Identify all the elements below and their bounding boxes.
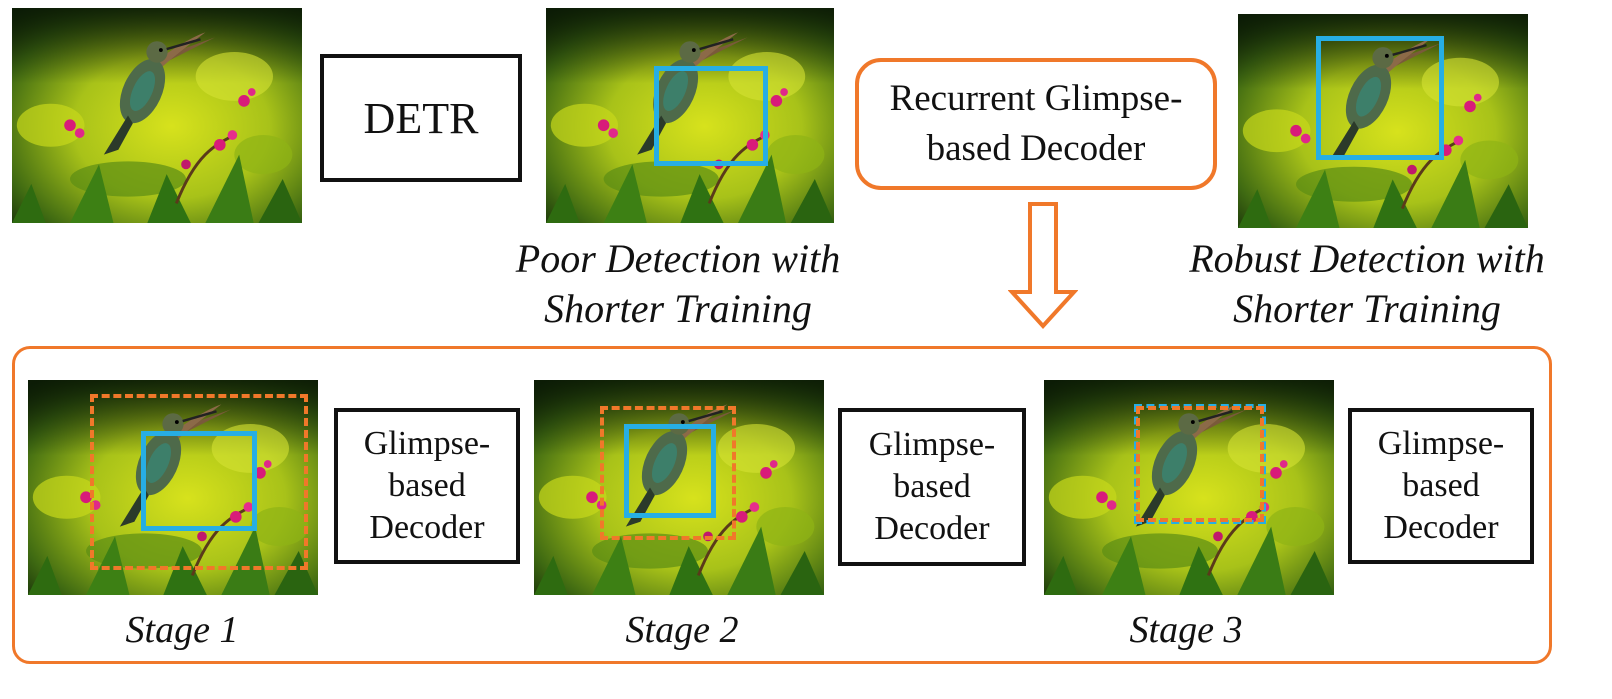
input-image bbox=[12, 8, 302, 223]
stage-1-glimpse-box bbox=[90, 394, 308, 570]
stages-container bbox=[12, 346, 1552, 664]
stage-2-decoder-label: Glimpse- based Decoder bbox=[868, 426, 996, 547]
detr-box: DETR bbox=[320, 54, 522, 182]
stage-1-decoder-box: Glimpse- based Decoder bbox=[334, 408, 520, 564]
robust-detection-caption: Robust Detection with Shorter Training bbox=[1189, 236, 1545, 331]
recurrent-glimpse-decoder-box: Recurrent Glimpse- based Decoder bbox=[855, 58, 1217, 190]
stage-2-detection-box bbox=[624, 424, 716, 518]
detr-label: DETR bbox=[363, 93, 479, 143]
stage-3-detection-box bbox=[1136, 406, 1264, 522]
stage-2-glimpse-box bbox=[600, 406, 736, 540]
robust-detection-box bbox=[1316, 36, 1444, 160]
stage-3-decoder-box: Glimpse- based Decoder bbox=[1348, 408, 1534, 564]
stage-1-detection-box bbox=[141, 431, 257, 531]
recurrent-glimpse-decoder-label: Recurrent Glimpse- based Decoder bbox=[889, 78, 1183, 169]
hummingbird-photo-icon bbox=[12, 8, 302, 223]
stage-3-caption: Stage 3 bbox=[1129, 609, 1243, 651]
stage-1-decoder-label: Glimpse- based Decoder bbox=[363, 425, 491, 546]
poor-detection-caption: Poor Detection with Shorter Training bbox=[515, 236, 841, 331]
stage-2-decoder-box: Glimpse- based Decoder bbox=[838, 408, 1026, 566]
down-arrow-icon bbox=[1008, 202, 1078, 329]
stage-2-caption: Stage 2 bbox=[625, 609, 739, 651]
stage-3-decoder-label: Glimpse- based Decoder bbox=[1377, 425, 1505, 546]
stage-1-caption: Stage 1 bbox=[125, 609, 239, 651]
poor-detection-box bbox=[654, 66, 768, 166]
